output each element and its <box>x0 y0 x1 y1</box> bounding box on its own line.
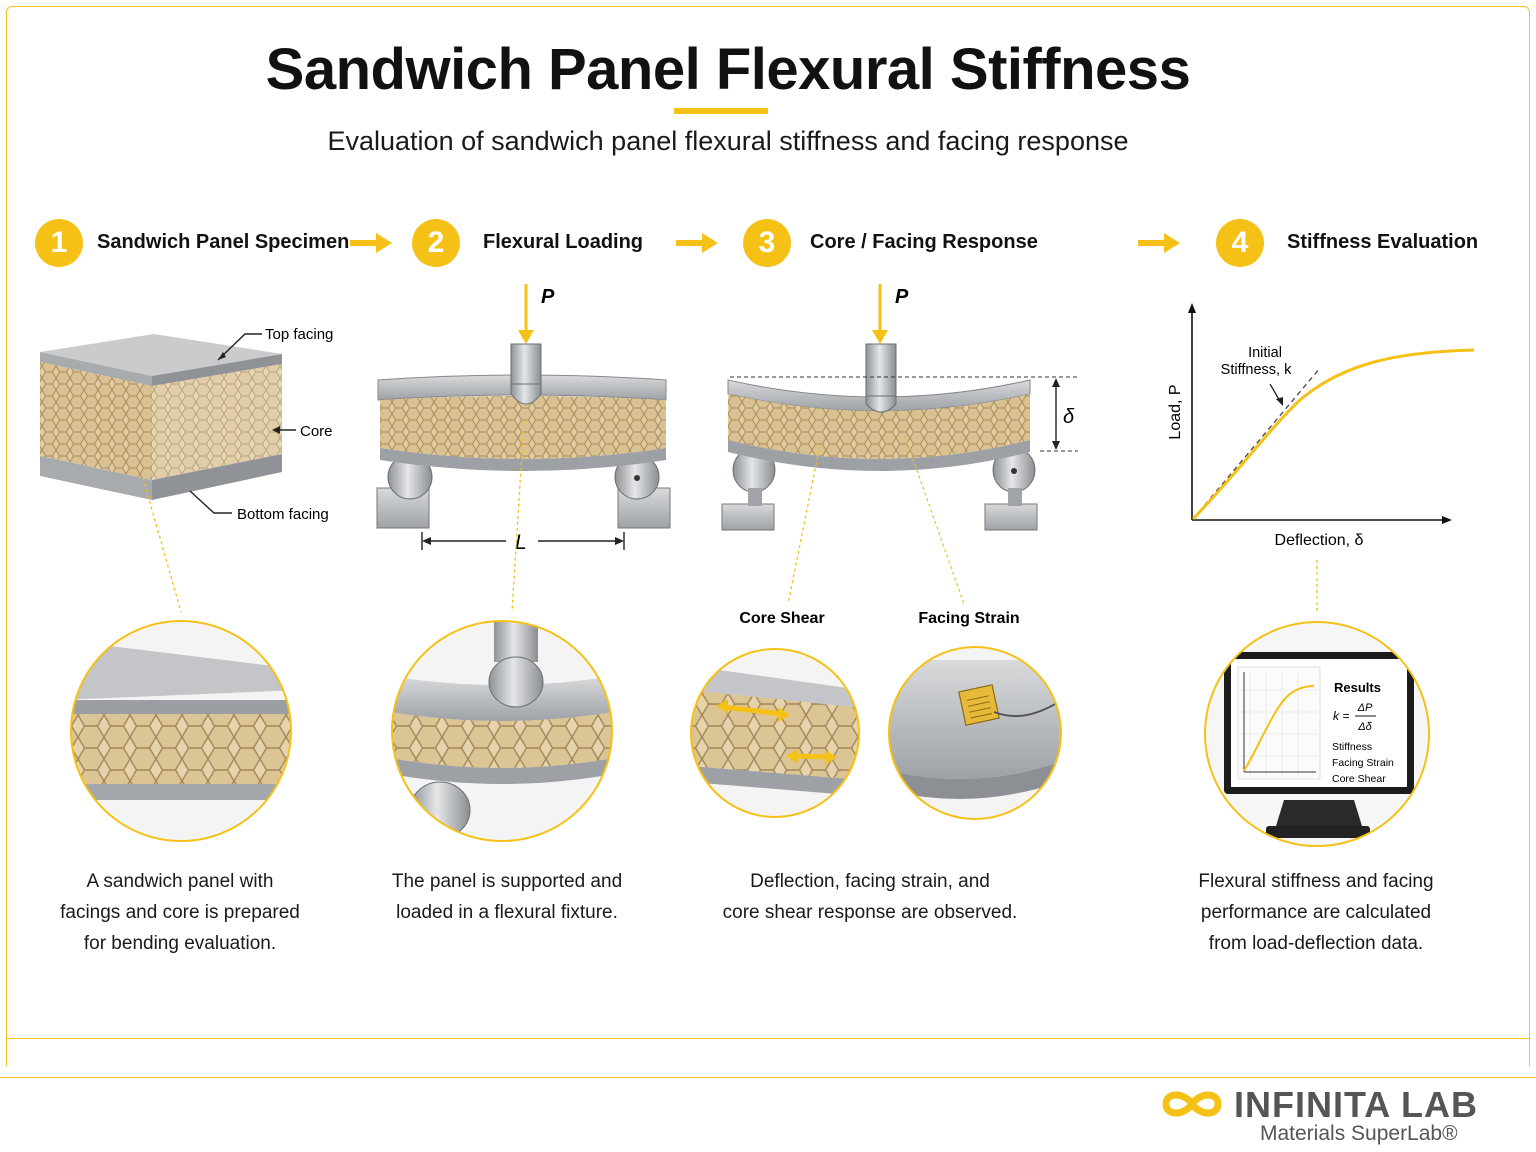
footer-divider <box>0 1077 1536 1078</box>
load-p-label-2: P <box>895 286 909 308</box>
monitor-formula-num: ΔP <box>1357 702 1373 714</box>
step-3-badge: 3 <box>743 219 791 267</box>
zoom-ring <box>1204 621 1430 847</box>
core-shear-label: Core Shear <box>739 610 824 627</box>
facing-strain-label: Facing Strain <box>918 610 1019 627</box>
page-title: Sandwich Panel Flexural Stiffness <box>265 37 1191 102</box>
step-2-label: Flexural Loading <box>483 231 644 253</box>
infinity-logo-icon <box>1162 1091 1222 1117</box>
step-arrow-icon <box>1138 233 1180 253</box>
step-arrow-icon <box>676 233 718 253</box>
brand-tagline: Materials SuperLab® <box>1260 1122 1458 1145</box>
frame-divider <box>6 1038 1530 1039</box>
top-facing-label: Top facing <box>265 326 333 343</box>
load-p-label: P <box>541 286 555 308</box>
zoom-core-shear <box>691 649 859 817</box>
step-3-label: Core / Facing Response <box>810 231 1038 253</box>
monitor-item-stiffness: Stiffness <box>1332 741 1372 753</box>
zoom-panel-section <box>71 621 291 841</box>
zoom-facing-strain <box>889 647 1061 819</box>
initial-stiffness-label-2: Stiffness, k <box>1221 362 1292 378</box>
page-frame <box>6 6 1530 1066</box>
step-4-badge: 4 <box>1216 219 1264 267</box>
zoom-results-monitor <box>1205 622 1429 846</box>
load-deflection-graph <box>1188 303 1475 524</box>
monitor-item-core-shear: Core Shear <box>1332 773 1386 785</box>
sandwich-panel-block <box>40 334 282 500</box>
step-1-label: Sandwich Panel Specimen <box>97 231 350 253</box>
monitor-results-title: Results <box>1334 680 1381 695</box>
deflection-delta-label: δ <box>1063 406 1075 428</box>
initial-stiffness-label-1: Initial <box>1248 345 1282 361</box>
page-subtitle: Evaluation of sandwich panel flexural st… <box>327 126 1129 156</box>
step-2-badge: 2 <box>412 219 460 267</box>
graph-y-axis-label: Load, P <box>1167 384 1184 439</box>
bottom-facing-label: Bottom facing <box>237 506 329 523</box>
title-underline <box>674 108 768 114</box>
brand-name: INFINITA LAB <box>1234 1084 1478 1125</box>
deflected-beam <box>721 343 1038 531</box>
monitor-formula-lhs: k = <box>1333 709 1349 723</box>
step-4-label: Stiffness Evaluation <box>1287 231 1479 253</box>
span-l-label: L <box>515 531 527 554</box>
step-1-badge: 1 <box>35 219 83 267</box>
monitor-item-facing-strain: Facing Strain <box>1332 757 1394 769</box>
zoom-ring <box>690 648 860 818</box>
graph-x-axis-label: Deflection, δ <box>1275 532 1364 549</box>
zoom-ring <box>888 646 1062 820</box>
flexural-fixture <box>376 343 671 529</box>
zoom-ring <box>391 620 613 842</box>
zoom-ring <box>70 620 292 842</box>
step-arrow-icon <box>350 233 392 253</box>
zoom-loading-nose <box>392 621 612 841</box>
core-label: Core <box>300 423 333 440</box>
monitor-formula-den: Δδ <box>1357 721 1372 733</box>
